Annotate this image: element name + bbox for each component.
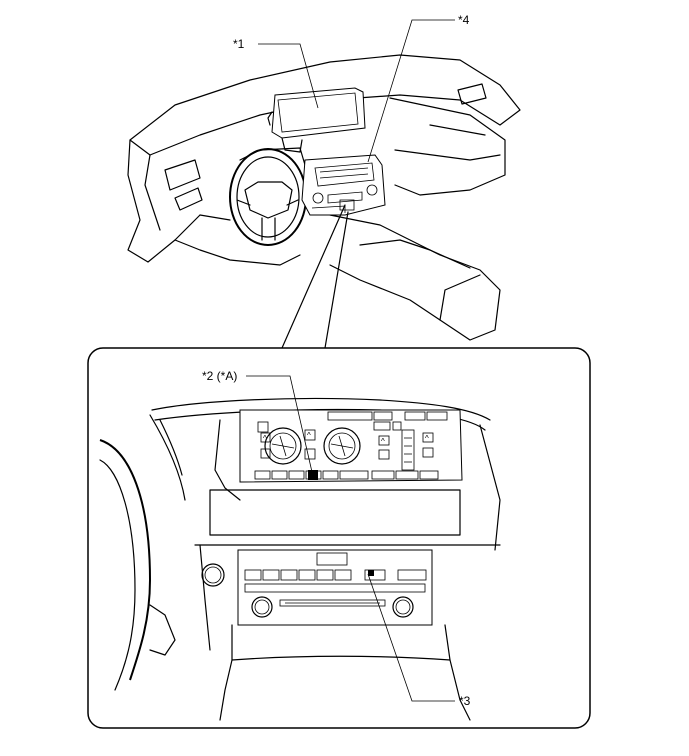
svg-text:^: ^ [425, 434, 429, 443]
dashboard-overview [127, 54, 521, 341]
callout-3-label: *3 [459, 694, 471, 708]
leader-line-1 [258, 43, 319, 109]
svg-text:^: ^ [307, 431, 311, 440]
callout-4-label: *4 [458, 13, 470, 27]
leader-line-3 [367, 573, 455, 702]
callout-1-label: *1 [233, 37, 245, 51]
leader-line-4 [367, 19, 455, 163]
leader-line-2 [246, 375, 313, 473]
detail-frame [87, 347, 591, 729]
zoom-wedge [281, 204, 346, 349]
callout-2-label: *2 (*A) [202, 369, 237, 383]
detail-dash: ^ ^ ^ ^ [99, 397, 501, 721]
svg-text:^: ^ [381, 437, 385, 446]
svg-text:^: ^ [263, 434, 267, 443]
